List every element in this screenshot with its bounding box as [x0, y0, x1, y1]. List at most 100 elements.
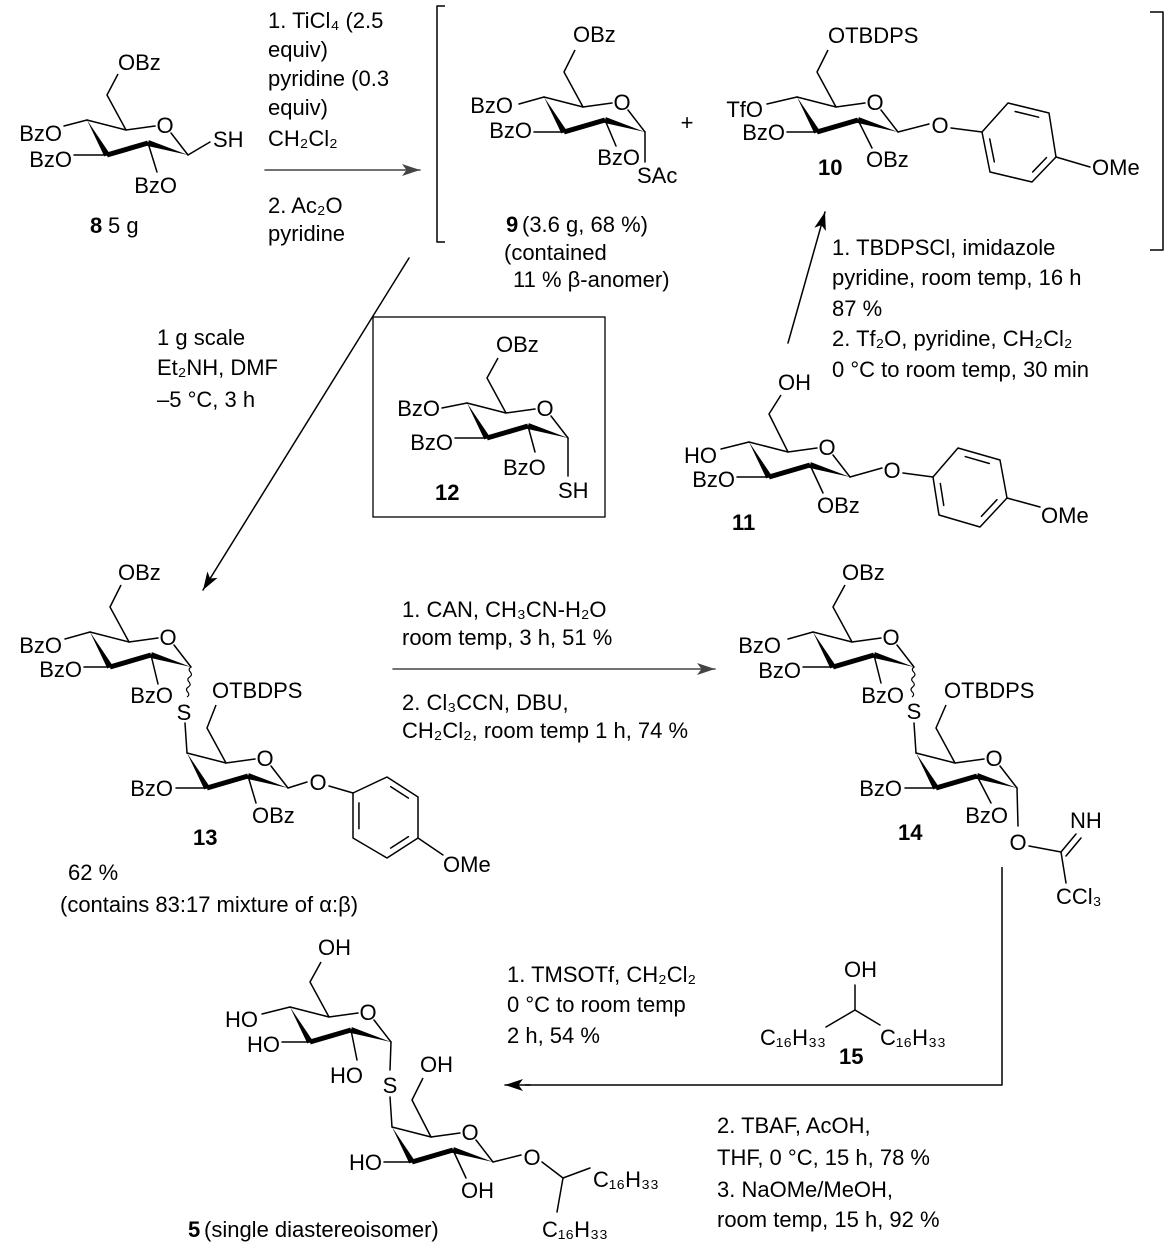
ring-9: [582, 102, 613, 108]
aryl-ring-double: [980, 498, 998, 518]
step-5-arrow: [525, 867, 1003, 1086]
condition-line: 1. CAN, CH₃CN-H₂O: [402, 597, 607, 622]
condition-line: CH₂Cl₂, room temp 1 h, 74 %: [402, 718, 688, 743]
ring-oxygen: O: [159, 625, 176, 650]
ring-10: [880, 109, 899, 133]
bond: [184, 722, 188, 754]
bond: [527, 425, 536, 453]
bond: [897, 123, 930, 133]
bonds-layer: [63, 5, 1164, 1213]
condition-line: 2. TBAF, AcOH,: [717, 1113, 871, 1138]
condition-line: 1. TMSOTf, CH₂Cl₂: [507, 962, 696, 987]
aryl-ring-double: [964, 455, 991, 465]
step-2-arrow-head: [203, 571, 218, 590]
c4-group: BzO: [470, 93, 513, 118]
bond: [492, 1154, 522, 1163]
aryl-ring-double: [939, 482, 945, 507]
upper-c3-group: BzO: [758, 658, 801, 683]
bond: [562, 1167, 591, 1179]
bond: [287, 781, 308, 789]
anomeric-oxygen: O: [1009, 830, 1026, 855]
step-3-conditions: 1. TBDPSCl, imidazole pyridine, room tem…: [832, 235, 1089, 382]
compound-11: O OH HO BzO OBz O OMe 11: [684, 370, 1089, 535]
bond: [486, 357, 507, 414]
condition-line: 3. NaOMe/MeOH,: [717, 1177, 893, 1202]
compound-number: 14: [898, 820, 923, 845]
ring-5-upper: [289, 1006, 330, 1018]
upper-c3-group: HO: [247, 1032, 280, 1057]
c2-group: BzO: [597, 145, 640, 170]
lower-c2-group: OH: [461, 1178, 494, 1203]
ring-5-upper: [328, 1012, 359, 1018]
ring-oxygen: O: [536, 396, 553, 421]
compound-amount: 5 g: [108, 213, 139, 238]
bond: [563, 49, 584, 108]
lower-c3-group: HO: [349, 1150, 382, 1175]
bond: [950, 127, 983, 133]
thio-link: S: [907, 699, 922, 724]
wedge-bond: [90, 632, 113, 669]
wedge-bond: [797, 97, 820, 134]
condition-line: pyridine: [268, 221, 345, 246]
bond: [261, 1006, 291, 1015]
compound-12-box: [372, 316, 606, 518]
wedge-bond: [290, 1007, 313, 1044]
bold-bond: [411, 1147, 454, 1165]
ring-14-lower: [915, 752, 956, 764]
bond: [541, 1161, 564, 1179]
wedge-bond: [857, 117, 898, 132]
ring-8: [125, 125, 156, 131]
c6-group: OBz: [496, 332, 539, 357]
c1-group: SAc: [637, 163, 677, 188]
bond: [873, 654, 882, 684]
wedge-bond: [809, 462, 850, 477]
condition-line: CH₂Cl₂: [268, 126, 338, 151]
wedge-bond: [544, 97, 567, 134]
bond: [766, 96, 798, 105]
compound-5: O OH HO HO HO S O OH HO OH O C₁₆H₃₃ C₁₆H…: [188, 935, 659, 1242]
compound-note: (contained: [504, 240, 607, 265]
compound-note: 11 % β-anomer): [513, 267, 670, 292]
condition-line: equiv): [268, 37, 328, 62]
bond: [518, 96, 545, 105]
bold-bond: [768, 462, 811, 480]
ring-oxygen: O: [866, 90, 883, 115]
ring-9: [543, 96, 584, 108]
bond: [604, 119, 617, 147]
aryl-ring-double: [1014, 110, 1040, 118]
bond: [849, 467, 883, 478]
wedge-bond: [976, 773, 1017, 788]
thio-link: S: [177, 700, 192, 725]
c6-group: OBz: [118, 50, 161, 75]
wedge-bond: [749, 442, 772, 479]
ring-12: [466, 402, 507, 414]
ring-10: [835, 102, 866, 108]
compound-number: 10: [818, 155, 842, 180]
bond: [64, 631, 91, 640]
ring-oxygen: O: [613, 90, 630, 115]
bond: [147, 142, 158, 173]
c6-group: OTBDPS: [828, 23, 918, 48]
condition-line: 1. TiCl₄ (2.5: [268, 8, 383, 33]
condition-line: 2 h, 54 %: [507, 1023, 600, 1048]
ring-14-lower: [999, 765, 1018, 789]
bond: [187, 141, 211, 156]
bond: [389, 1096, 393, 1128]
lower-c6-group: OTBDPS: [944, 678, 1034, 703]
bond: [206, 704, 227, 764]
bold-bond: [563, 117, 606, 135]
methoxy-group: OMe: [1041, 503, 1089, 528]
lower-c2-group: OBz: [252, 803, 295, 828]
ring-11: [748, 441, 789, 453]
bond: [913, 722, 917, 754]
condition-line: 2. Tf₂O, pyridine, CH₂Cl₂: [832, 326, 1072, 351]
bond: [247, 775, 257, 804]
bond: [109, 584, 130, 643]
bond: [1060, 833, 1077, 853]
ring-14-upper: [812, 631, 853, 643]
compound-yield: (3.6 g, 68 %): [522, 212, 648, 237]
c3-group: BzO: [742, 120, 785, 145]
bond: [441, 402, 468, 409]
condition-line: 1. TBDPSCl, imidazole: [832, 235, 1055, 260]
